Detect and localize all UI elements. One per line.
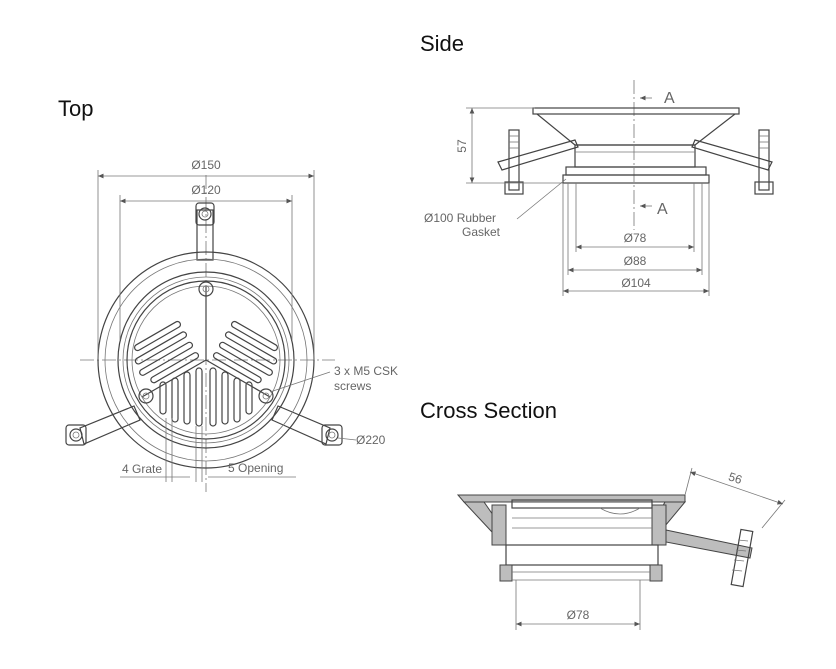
section-a-bottom: A [657,201,668,218]
height-dim-label: 57 [455,139,469,153]
screws-label-2: screws [334,379,371,393]
side-view-title: Side [420,31,465,56]
screw [138,388,154,404]
dim-inner-label: Ø120 [191,183,221,197]
gasket-label-2: Gasket [462,225,501,239]
cross-section-view: 56 Ø78 [456,467,786,630]
cross-dim-78-label: Ø78 [567,608,590,622]
clamp-arm [497,129,579,195]
cross-section-title: Cross Section [420,398,557,423]
grate [134,286,278,427]
opening-dim-label: 5 Opening [228,461,283,475]
dim-88-label: Ø88 [624,254,647,268]
clamp-arm [665,528,754,588]
clamp-arm [65,405,141,446]
dim-outer-label: Ø150 [191,158,221,172]
dim-78-label: Ø78 [624,231,647,245]
dim-104-label: Ø104 [621,276,651,290]
top-view: Ø150 Ø120 3 x M5 CSK screws Ø220 4 Grate… [65,158,398,492]
screw [258,388,274,404]
side-view: A A 57 [424,80,774,296]
clamp-arm [271,405,343,446]
screws-label: 3 x M5 CSK [334,364,398,378]
clamp-arm [691,129,774,195]
section-a-top: A [664,90,675,107]
dim-clamp-label: Ø220 [356,433,386,447]
screw [198,281,214,297]
grate-dim-label: 4 Grate [122,462,162,476]
dim-56-label: 56 [727,469,744,487]
gasket-label: Ø100 Rubber [424,211,496,225]
top-view-title: Top [58,96,94,121]
